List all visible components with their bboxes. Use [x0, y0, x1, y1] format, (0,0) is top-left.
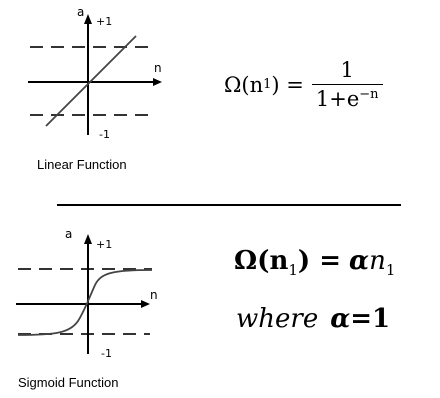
top-formula-exponent: −n — [359, 87, 379, 102]
top-formula-numerator: 1 — [340, 58, 354, 82]
horizontal-axis-arrow — [153, 78, 162, 86]
top-axis-a-label: a — [77, 5, 85, 19]
where-equals-one: =1 — [350, 304, 391, 334]
top-lower-tick-label: -1 — [99, 128, 110, 141]
top-formula-denominator: 1+e−n — [311, 84, 383, 111]
top-formula-lhs-close: ) = — [271, 72, 304, 97]
bottom-formula-lhs-sub: 1 — [288, 261, 298, 280]
bottom-lower-tick-label: -1 — [101, 347, 112, 360]
sigmoid-curve — [17, 269, 153, 336]
top-formula-fraction: 1 1+e−n — [311, 58, 383, 111]
sigmoid-function-caption: Sigmoid Function — [18, 375, 119, 390]
bottom-formula: Ω(n1) =αn1 — [234, 246, 395, 279]
horizontal-axis-arrow — [141, 300, 150, 308]
top-formula-lhs-sub: 1 — [263, 77, 272, 92]
top-axis-n-label: n — [154, 61, 162, 75]
bottom-formula-lhs-close: ) = — [297, 246, 342, 276]
bottom-axis-n-label: n — [150, 288, 158, 302]
bottom-formula-lhs: Ω(n — [234, 246, 289, 276]
where-word: where — [236, 304, 319, 334]
sigmoid-function-graph — [16, 234, 153, 354]
vertical-axis-arrow — [84, 234, 92, 244]
vertical-axis-arrow — [84, 14, 92, 24]
bottom-upper-tick-label: +1 — [96, 238, 113, 251]
bottom-formula-alpha: α — [349, 246, 370, 276]
linear-function-caption: Linear Function — [37, 157, 127, 172]
section-divider — [57, 204, 401, 206]
top-formula-lhs: Ω(n — [224, 72, 264, 97]
where-alpha: α — [330, 304, 351, 334]
bottom-formula-rhs-sub: 1 — [385, 261, 396, 280]
linear-curve — [45, 35, 137, 127]
bottom-formula-n: n — [369, 246, 386, 276]
bottom-axis-a-label: a — [65, 227, 73, 241]
top-upper-tick-label: +1 — [96, 15, 113, 28]
linear-function-graph — [28, 14, 162, 135]
